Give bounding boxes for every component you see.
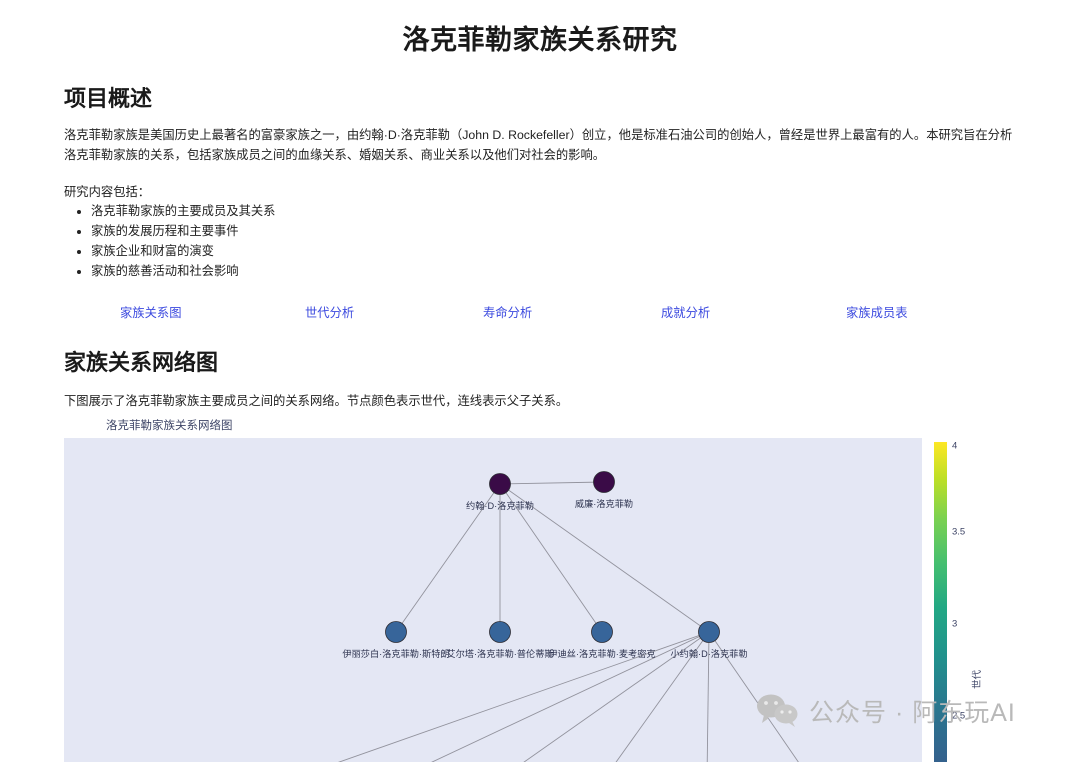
contents-list: 洛克菲勒家族的主要成员及其关系 家族的发展历程和主要事件 家族企业和财富的演变 … [64,202,1016,282]
list-item: 家族的慈善活动和社会影响 [91,262,1016,282]
network-description: 下图展示了洛克菲勒家族主要成员之间的关系网络。节点颜色表示世代，连线表示父子关系… [64,394,569,409]
toc-link-lifespan[interactable]: 寿命分析 [483,306,533,321]
node-label: 威廉·洛克菲勒 [574,498,634,509]
node-label: 伊丽莎白·洛克菲勒·斯特朗 [342,648,450,659]
colorbar-tick: 3 [952,618,958,630]
chart-plot-area: 约翰·D·洛克菲勒 威廉·洛克菲勒伊丽莎白·洛克菲勒·斯特朗艾尔塔·洛克菲勒·普伦… [64,438,922,762]
colorbar-axis-label: 世代 [972,670,983,690]
network-svg [339,471,799,762]
overview-heading: 项目概述 [64,86,153,111]
toc-link-achievement[interactable]: 成就分析 [661,306,711,321]
list-item: 家族的发展历程和主要事件 [91,222,1016,242]
toc-link-member-table[interactable]: 家族成员表 [846,306,908,321]
toc-link-family-graph[interactable]: 家族关系图 [120,306,182,321]
toc-nav: 家族关系图 世代分析 寿命分析 成就分析 家族成员表 [64,281,1016,321]
colorbar-tick: 3.5 [952,526,966,538]
toc-link-generation[interactable]: 世代分析 [305,306,355,321]
colorbar-tick: 2.5 [952,710,966,722]
node-label: 小约翰·D·洛克菲勒 [670,648,748,659]
network-chart: 洛克菲勒家族关系网络图 约翰·D·洛克菲勒 威廉·洛克菲勒伊丽莎白·洛克菲勒·斯特… [64,417,1016,762]
overview-paragraph: 洛克菲勒家族是美国历史上最著名的富豪家族之一，由约翰·D·洛克菲勒（John D… [64,128,1013,162]
colorbar-tick: 4 [952,440,958,452]
node-label: 艾尔塔·洛克菲勒·普伦蒂斯 [446,648,554,659]
contents-lead: 研究内容包括： [64,184,151,199]
node-label: 伊迪丝·洛克菲勒·麦考密克 [548,648,656,659]
node-label: 约翰·D·洛克菲勒 [466,500,534,511]
page-title: 洛克菲勒家族关系研究 [402,25,678,55]
list-item: 洛克菲勒家族的主要成员及其关系 [91,202,1016,222]
chart-title: 洛克菲勒家族关系网络图 [106,420,233,433]
network-heading: 家族关系网络图 [64,350,219,376]
list-item: 家族企业和财富的演变 [91,242,1016,262]
colorbar [934,442,947,762]
